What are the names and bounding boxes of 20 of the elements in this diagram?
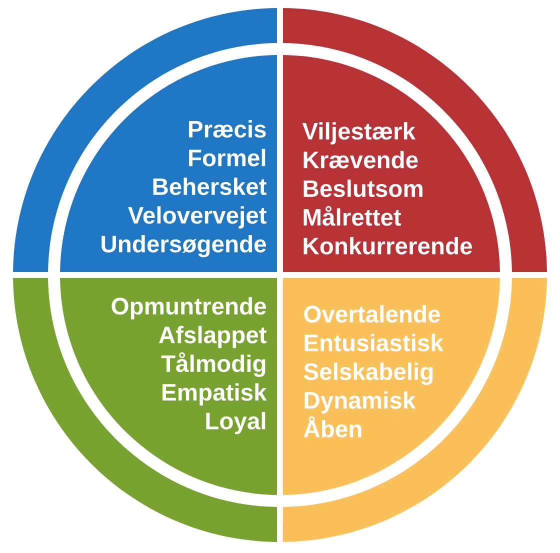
trait-label: Tålmodig [161,352,266,377]
trait-label: Overtalende [304,305,440,323]
trait-label: Velovervejet [128,206,266,228]
trait-label: Behersket [153,178,266,196]
trait-label: Krævende [304,150,418,168]
trait-label: Konkurrerende [304,236,472,254]
trait-label: Selskabelig [304,362,433,385]
trait-label: Opmuntrende [112,297,266,320]
trait-label: Beslutsom [304,180,422,198]
trait-label: Viljestærk [302,122,416,144]
trait-label: Undersøgende [102,234,266,258]
trait-label: Empatisk [162,383,267,406]
trait-label: Formel [189,148,266,166]
trait-label: Entusiastisk [304,334,444,352]
trait-label: Afslappet [158,326,266,348]
trait-label: Målrettet [304,206,402,226]
trait-label: Dynamisk [304,391,416,414]
trait-label: Åben [304,416,362,438]
trait-label: Præcis [189,120,266,138]
trait-label: Loyal [206,412,266,434]
